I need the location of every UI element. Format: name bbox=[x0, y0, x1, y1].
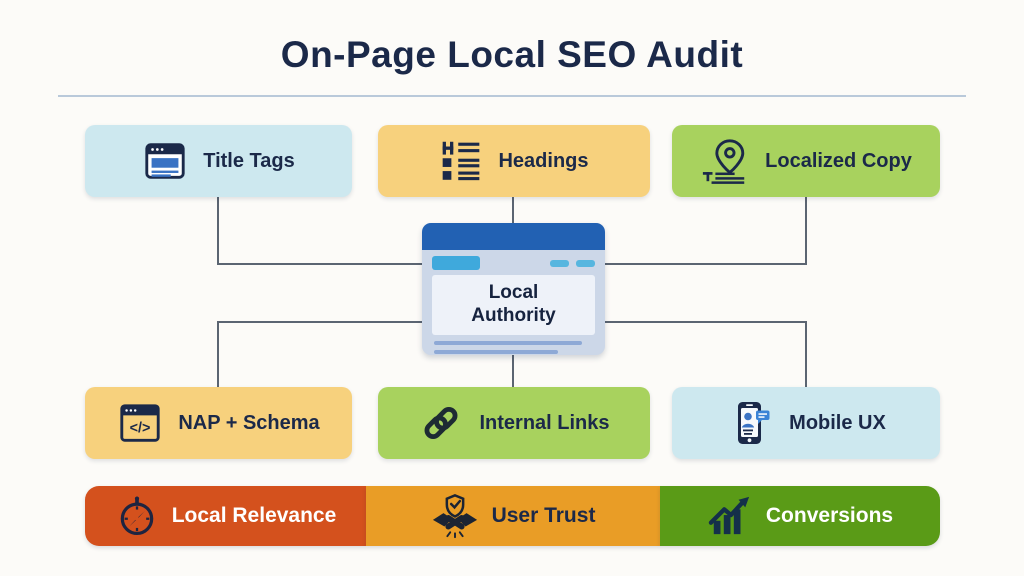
connector-mobile-ux-vertical bbox=[805, 321, 807, 388]
compass-icon bbox=[120, 496, 153, 536]
title-divider bbox=[58, 95, 966, 97]
handshake-shield-icon bbox=[432, 494, 477, 539]
code-window-icon: </> bbox=[120, 404, 160, 442]
node-title-tags: Title Tags bbox=[85, 125, 352, 197]
page-title: On-Page Local SEO Audit bbox=[280, 34, 744, 75]
node-label: Title Tags bbox=[203, 149, 295, 172]
banner-label: Local Relevance bbox=[171, 504, 337, 527]
content-line bbox=[434, 350, 558, 354]
map-pin-copy-icon bbox=[703, 139, 745, 184]
svg-text:</>: </> bbox=[130, 421, 151, 437]
node-mobile-ux: Mobile UX bbox=[672, 387, 940, 459]
browser-pill bbox=[550, 259, 569, 267]
local-authority-label: Local Authority bbox=[471, 282, 556, 326]
connector-nap-schema-vertical bbox=[217, 321, 219, 388]
browser-tab bbox=[432, 256, 480, 270]
node-label: Localized Copy bbox=[765, 149, 912, 172]
banner-user-trust: User Trust bbox=[366, 486, 660, 546]
node-label: Mobile UX bbox=[789, 411, 886, 434]
browser-controls bbox=[550, 259, 595, 267]
node-local-authority: Local Authority bbox=[422, 223, 605, 355]
node-localized-copy: Localized Copy bbox=[672, 125, 940, 197]
local-authority-panel: Local Authority bbox=[432, 275, 595, 335]
connector-headings-center bbox=[512, 197, 514, 224]
headings-list-icon bbox=[443, 141, 480, 181]
browser-pill bbox=[576, 259, 595, 267]
bar-chart-arrow-icon bbox=[708, 496, 749, 535]
banner-label: Conversions bbox=[765, 504, 894, 527]
connector-title-tags-vertical bbox=[217, 197, 219, 265]
node-nap-schema: </> NAP + Schema bbox=[85, 387, 352, 459]
connector-title-tags-horizontal bbox=[217, 263, 423, 265]
connector-localized-copy-horizontal bbox=[604, 263, 807, 265]
node-headings: Headings bbox=[378, 125, 650, 197]
mobile-ux-icon bbox=[738, 402, 770, 444]
node-label: NAP + Schema bbox=[178, 411, 320, 434]
chain-link-icon bbox=[425, 407, 458, 439]
browser-window-icon bbox=[145, 143, 185, 179]
banner-conversions: Conversions bbox=[660, 486, 940, 546]
connector-localized-copy-vertical bbox=[805, 197, 807, 265]
banner-label: User Trust bbox=[491, 504, 596, 527]
banner-local-relevance: Local Relevance bbox=[85, 486, 366, 546]
node-label: Internal Links bbox=[479, 411, 610, 434]
browser-chrome bbox=[432, 256, 595, 270]
node-label: Headings bbox=[498, 149, 589, 172]
node-internal-links: Internal Links bbox=[378, 387, 650, 459]
connector-nap-schema-horizontal bbox=[217, 321, 423, 323]
browser-topbar bbox=[422, 223, 605, 250]
browser-content-lines bbox=[434, 341, 593, 354]
connector-center-internal-links bbox=[512, 354, 514, 388]
connector-mobile-ux-horizontal bbox=[604, 321, 807, 323]
content-line bbox=[434, 341, 582, 345]
